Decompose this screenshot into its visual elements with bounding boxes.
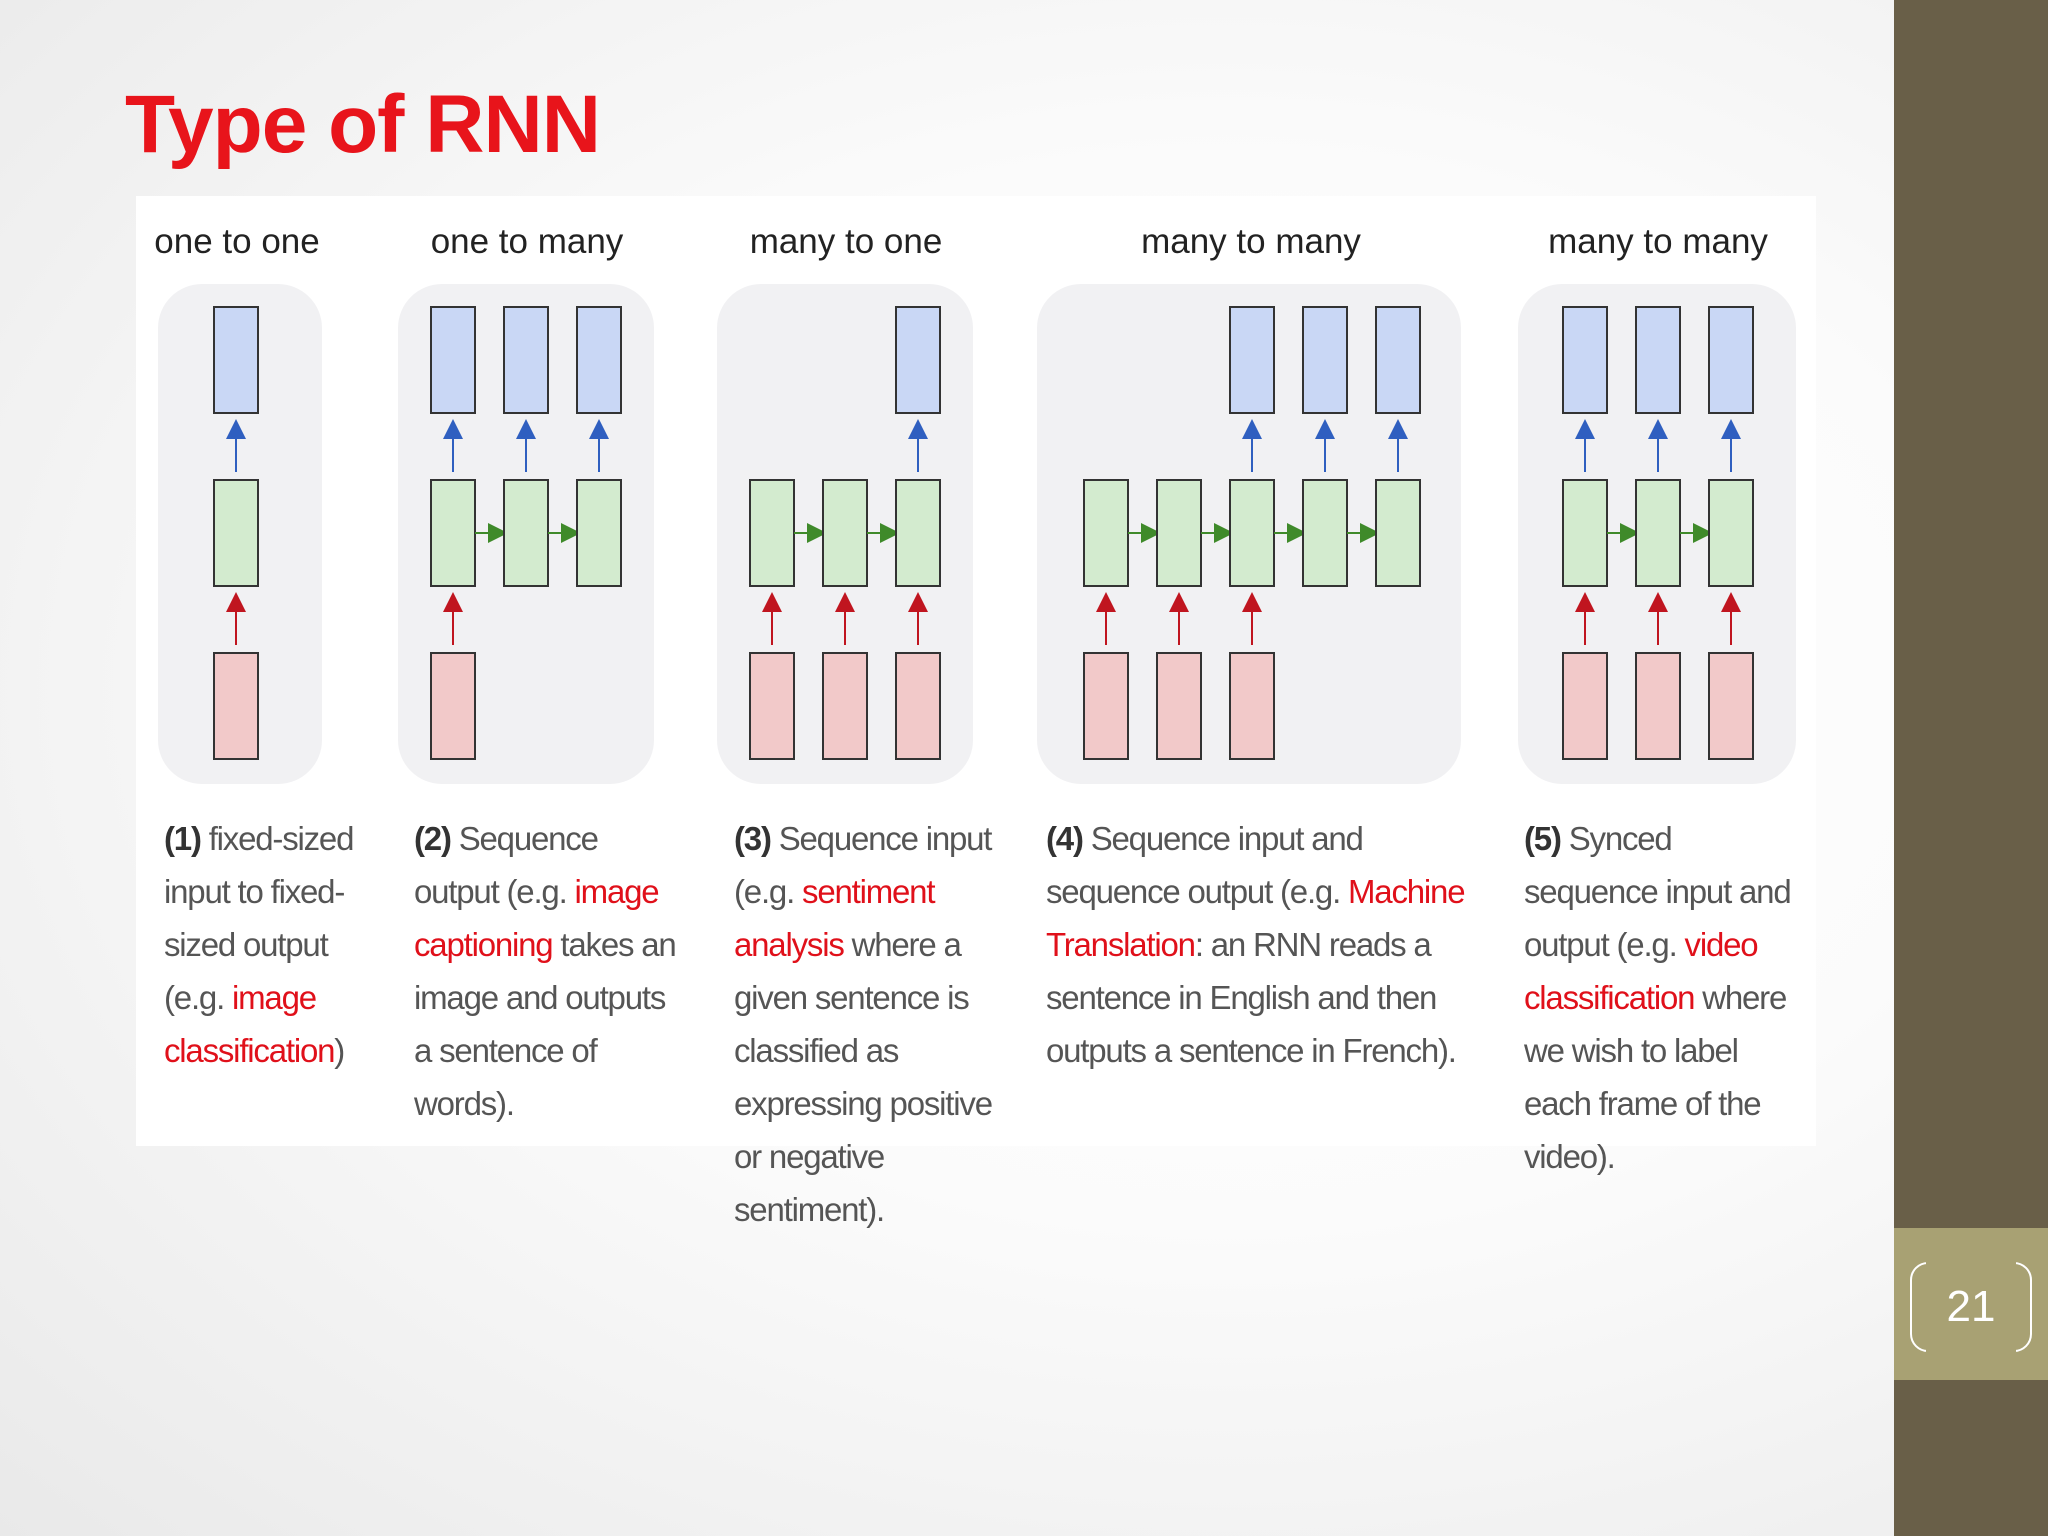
caption-text: takes an image and outputs a sentence of… xyxy=(414,926,677,1122)
input-box xyxy=(895,652,941,760)
caption-one-to-one: (1) fixed-sized input to fixed-sized out… xyxy=(164,812,354,1077)
caption-text: Sequence input (e.g. xyxy=(734,820,992,910)
hidden-state-box xyxy=(430,479,476,587)
caption-number: (5) xyxy=(1524,820,1562,857)
caption-text: ) xyxy=(334,1032,345,1069)
caption-highlight: image classification xyxy=(164,979,335,1069)
input-box xyxy=(1708,652,1754,760)
output-box xyxy=(1302,306,1348,414)
caption-many-to-one: (3) Sequence input (e.g. sentiment analy… xyxy=(734,812,1016,1236)
hidden-state-box xyxy=(749,479,795,587)
hidden-state-box xyxy=(1083,479,1129,587)
hidden-state-box xyxy=(1375,479,1421,587)
caption-number: (2) xyxy=(414,820,452,857)
output-box xyxy=(1229,306,1275,414)
input-box xyxy=(1156,652,1202,760)
slide-title: Type of RNN xyxy=(125,79,601,170)
caption-text: Sequence input and sequence output (e.g. xyxy=(1046,820,1364,910)
caption-text: Synced sequence input and output (e.g. xyxy=(1524,820,1792,963)
input-box xyxy=(822,652,868,760)
caption-highlight: sentiment analysis xyxy=(734,873,935,963)
hidden-state-box xyxy=(1635,479,1681,587)
caption-number: (1) xyxy=(164,820,202,857)
output-box xyxy=(1562,306,1608,414)
caption-many-to-many-2: (5) Synced sequence input and output (e.… xyxy=(1524,812,1804,1183)
input-box xyxy=(1083,652,1129,760)
hidden-state-box xyxy=(1562,479,1608,587)
hidden-state-box xyxy=(213,479,259,587)
hidden-state-box xyxy=(1156,479,1202,587)
caption-text: : an RNN reads a sentence in English and… xyxy=(1046,926,1457,1069)
caption-highlight: Machine Translation xyxy=(1046,873,1466,963)
output-box xyxy=(1708,306,1754,414)
hidden-state-box xyxy=(503,479,549,587)
output-box xyxy=(213,306,259,414)
input-box xyxy=(1562,652,1608,760)
caption-text: Sequence output (e.g. xyxy=(414,820,599,910)
output-box xyxy=(576,306,622,414)
input-box xyxy=(213,652,259,760)
input-box xyxy=(430,652,476,760)
page-number-bracket xyxy=(1910,1260,2032,1354)
page-number: 21 xyxy=(1946,1282,1996,1331)
panel-title-many-to-many-1: many to many xyxy=(1141,222,1361,261)
panel-title-one-to-one: one to one xyxy=(154,222,320,261)
hidden-state-box xyxy=(576,479,622,587)
hidden-state-box xyxy=(822,479,868,587)
caption-text: fixed-sized input to fixed-sized output … xyxy=(164,820,354,1016)
panel-title-many-to-many-2: many to many xyxy=(1548,222,1768,261)
caption-one-to-many: (2) Sequence output (e.g. image captioni… xyxy=(414,812,682,1130)
output-box xyxy=(430,306,476,414)
caption-text: where a given sentence is classified as … xyxy=(734,926,993,1228)
input-box xyxy=(749,652,795,760)
hidden-state-box xyxy=(1229,479,1275,587)
caption-number: (4) xyxy=(1046,820,1084,857)
hidden-state-box xyxy=(1708,479,1754,587)
hidden-state-box xyxy=(1302,479,1348,587)
output-box xyxy=(1635,306,1681,414)
panel-title-many-to-one: many to one xyxy=(749,222,943,261)
input-box xyxy=(1635,652,1681,760)
output-box xyxy=(503,306,549,414)
panel-title-one-to-many: one to many xyxy=(430,222,624,261)
caption-number: (3) xyxy=(734,820,772,857)
caption-highlight: image captioning xyxy=(414,873,660,963)
input-box xyxy=(1229,652,1275,760)
output-box xyxy=(1375,306,1421,414)
caption-text: where we wish to label each frame of the… xyxy=(1524,979,1787,1175)
output-box xyxy=(895,306,941,414)
caption-many-to-many-1: (4) Sequence input and sequence output (… xyxy=(1046,812,1466,1077)
caption-highlight: video classification xyxy=(1524,926,1759,1016)
hidden-state-box xyxy=(895,479,941,587)
